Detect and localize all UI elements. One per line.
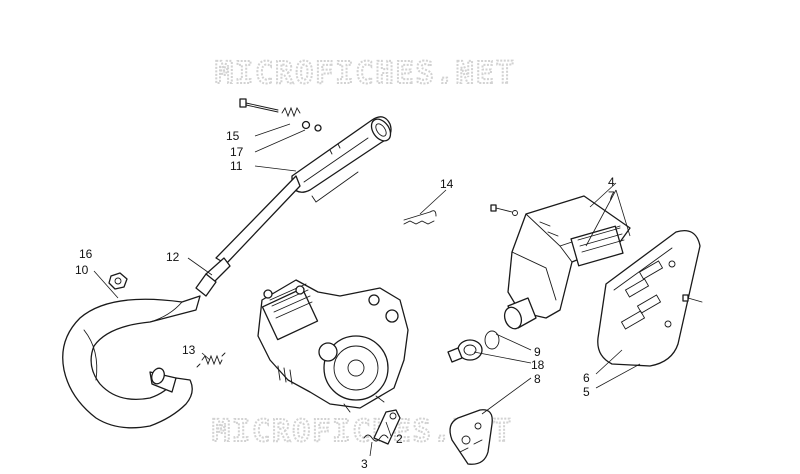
- part-number-7: 7: [608, 189, 615, 203]
- part-number-13: 13: [182, 343, 196, 357]
- exhaust-spring: [196, 352, 226, 368]
- hose-clamp: [447, 330, 500, 363]
- part-number-2: 2: [396, 432, 403, 446]
- engine-block: [257, 279, 409, 413]
- cover-plate: [449, 409, 493, 465]
- link-pipe: [195, 175, 301, 297]
- part-number-6: 6: [583, 371, 590, 385]
- part-number-4: 4: [608, 175, 615, 189]
- airbox-screw: [490, 204, 518, 216]
- part-number-14: 14: [440, 177, 454, 191]
- lever-spring: [363, 434, 389, 442]
- gear-lever: [373, 409, 401, 445]
- part-number-15: 15: [226, 129, 240, 143]
- silencer: [291, 116, 392, 203]
- part-number-8: 8: [534, 372, 541, 386]
- bolt-spring-assembly: [239, 98, 322, 132]
- expansion-chamber: [62, 295, 201, 429]
- part-number-17: 17: [230, 145, 244, 159]
- part-number-3: 3: [361, 457, 368, 471]
- air-filter: [597, 229, 701, 367]
- part-number-5: 5: [583, 385, 590, 399]
- airbox: [503, 195, 631, 330]
- spring-clip: [403, 210, 437, 225]
- part-number-16: 16: [79, 247, 93, 261]
- watermark-top: MICROFICHES.NET: [215, 56, 516, 91]
- part-number-11: 11: [230, 159, 243, 173]
- part-number-9: 9: [534, 345, 541, 359]
- leader-lines: [93, 123, 641, 457]
- part-number-18: 18: [531, 358, 545, 372]
- part-number-labels: 15 17 11 12 16 10 13 14 4 7 9 18 8 6 5 2…: [75, 129, 615, 471]
- part-number-12: 12: [166, 250, 180, 264]
- nut: [108, 272, 128, 290]
- part-number-10: 10: [75, 263, 89, 277]
- filter-screw: [682, 294, 703, 303]
